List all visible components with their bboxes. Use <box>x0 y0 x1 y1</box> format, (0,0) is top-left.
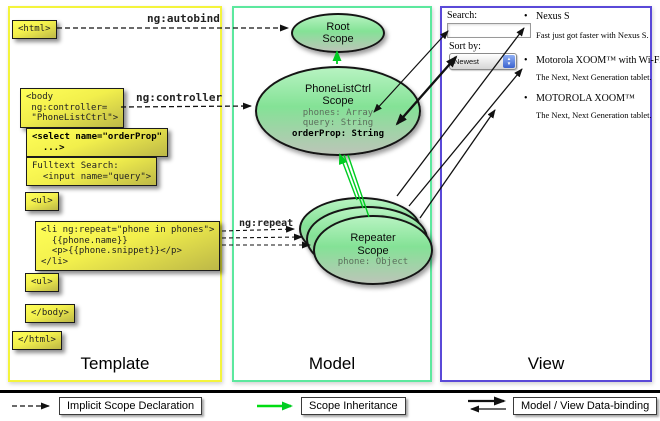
code-box-body-close: </body> <box>25 304 75 323</box>
directive-label-autobind: ng:autobind <box>147 12 220 25</box>
phone-item-title: MOTOROLA XOOM™ <box>536 93 635 104</box>
phonelistctrl-scope-ellipse: PhoneListCtrl Scope phones: Array query:… <box>255 66 421 156</box>
repeater-title-line2: Scope <box>357 244 389 257</box>
prop-phones: phones: Array <box>302 107 374 118</box>
prop-query: query: String <box>302 118 374 129</box>
bullet-icon: • <box>524 55 528 66</box>
bullet-icon: • <box>524 11 528 22</box>
directive-label-repeat: ng:repeat <box>239 218 294 229</box>
sort-dropdown-value: Newest <box>454 57 480 66</box>
phone-item-title: Motorola XOOM™ with Wi-Fi <box>536 55 660 66</box>
bullet-icon: • <box>524 93 528 104</box>
code-box-ul-open: <ul> <box>25 192 59 211</box>
code-box-li-repeat: <li ng:repeat="phone in phones"> {{phone… <box>35 221 221 271</box>
template-panel-label: Template <box>80 354 150 373</box>
code-box-body-open: <body ng:controller= "PhoneListCtrl"> <box>20 88 125 128</box>
legend-double-arrow-icon <box>468 396 506 413</box>
sort-by-label: Sort by: <box>449 41 481 52</box>
directive-label-controller: ng:controller <box>136 91 223 104</box>
prop-phone: phone: Object <box>337 257 409 268</box>
root-scope-title-line2: Scope <box>322 33 354 45</box>
repeater-title-line1: Repeater <box>350 232 396 245</box>
code-box-ul-close: <ul> <box>25 273 59 292</box>
phonelistctrl-title-line1: PhoneListCtrl <box>304 82 372 95</box>
legend-model-view-data-binding: Model / View Data-binding <box>513 397 658 415</box>
repeater-scope-ellipse-front: Repeater Scope phone: Object <box>313 215 433 285</box>
sort-dropdown: Newest ▲▼ <box>449 53 517 70</box>
phone-item-desc: Fast just got faster with Nexus S. <box>536 30 649 40</box>
model-panel: Model <box>232 6 432 382</box>
phone-item-desc: The Next, Next Generation tablet. <box>536 110 652 120</box>
root-scope-title-line1: Root <box>326 20 350 33</box>
dropdown-stepper-icon: ▲▼ <box>503 55 515 68</box>
root-scope-ellipse: Root Scope <box>291 13 385 53</box>
legend-implicit-scope-declaration: Implicit Scope Declaration <box>59 397 203 415</box>
phonelistctrl-title-line2: Scope <box>322 95 354 108</box>
model-panel-label: Model <box>308 354 356 373</box>
code-box-select: <select name="orderProp" ...> <box>26 128 169 157</box>
view-panel-label: View <box>527 354 565 373</box>
search-label: Search: <box>447 10 477 21</box>
code-box-fulltext-search: Fulltext Search: <input name="query"> <box>26 157 158 186</box>
phone-item-title: Nexus S <box>536 11 570 22</box>
legend-separator-line <box>0 390 660 393</box>
legend-scope-inheritance: Scope Inheritance <box>301 397 406 415</box>
prop-orderprop: orderProp: String <box>291 128 385 139</box>
phone-item-desc: The Next, Next Generation tablet. <box>536 72 652 82</box>
code-box-html-open: <html> <box>12 20 57 39</box>
code-box-html-close: </html> <box>12 331 62 350</box>
search-input <box>447 23 531 38</box>
